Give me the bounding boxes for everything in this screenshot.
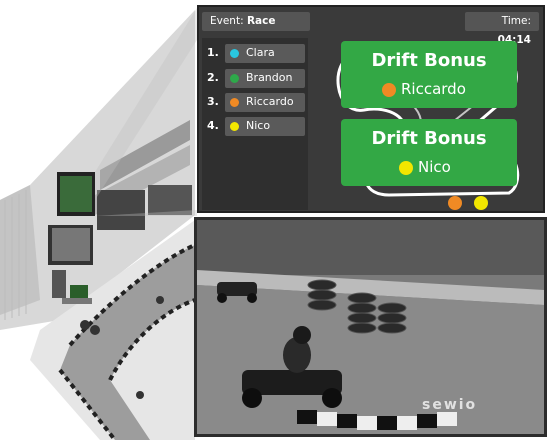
ranking-row: 3. Riccardo — [202, 93, 308, 113]
driver-color-dot — [399, 161, 413, 175]
ranking-row: 2. Brandon — [202, 69, 308, 89]
driver-chip: Brandon — [225, 69, 305, 88]
race-dashboard: Event: Race Time: 04:14 1. Clara 2. Bran… — [197, 5, 545, 213]
drift-bonus-card: Drift Bonus Nico — [341, 119, 517, 186]
ranking-row: 4. Nico — [202, 117, 308, 137]
time-label: Time: — [501, 15, 531, 27]
camera-image — [197, 220, 544, 434]
driver-chip: Clara — [225, 44, 305, 63]
driver-name: Nico — [246, 119, 271, 132]
driver-name: Riccardo — [246, 95, 294, 108]
track-position-marker — [474, 196, 488, 210]
driver-name: Brandon — [246, 71, 293, 84]
driver-color-dot — [382, 83, 396, 97]
bonus-title: Drift Bonus — [371, 128, 487, 149]
driver-chip: Riccardo — [225, 93, 305, 112]
camera-feed — [194, 217, 547, 437]
event-label-chip: Event: Race — [202, 12, 310, 31]
bonus-driver-name: Nico — [418, 158, 451, 176]
driver-chip: Nico — [225, 117, 305, 136]
bonus-driver-name: Riccardo — [401, 80, 466, 98]
event-value: Race — [246, 15, 276, 27]
bonus-title: Drift Bonus — [371, 50, 487, 71]
rank-number: 2. — [207, 71, 219, 84]
driver-color-dot — [230, 74, 239, 83]
rank-number: 1. — [207, 46, 219, 59]
event-label: Event: — [210, 15, 244, 27]
drift-bonus-card: Drift Bonus Riccardo — [341, 41, 517, 108]
track-position-marker — [448, 196, 462, 210]
sewio-logo: sewio — [422, 397, 478, 413]
driver-name: Clara — [246, 46, 275, 59]
rank-number: 3. — [207, 95, 219, 108]
ranking-list: 1. Clara 2. Brandon 3. Riccardo 4. — [202, 38, 308, 210]
ranking-row: 1. Clara — [202, 44, 308, 64]
driver-color-dot — [230, 122, 239, 131]
driver-color-dot — [230, 98, 239, 107]
race-timer-chip: Time: 04:14 — [465, 12, 539, 46]
driver-color-dot — [230, 49, 239, 58]
rank-number: 4. — [207, 119, 219, 132]
